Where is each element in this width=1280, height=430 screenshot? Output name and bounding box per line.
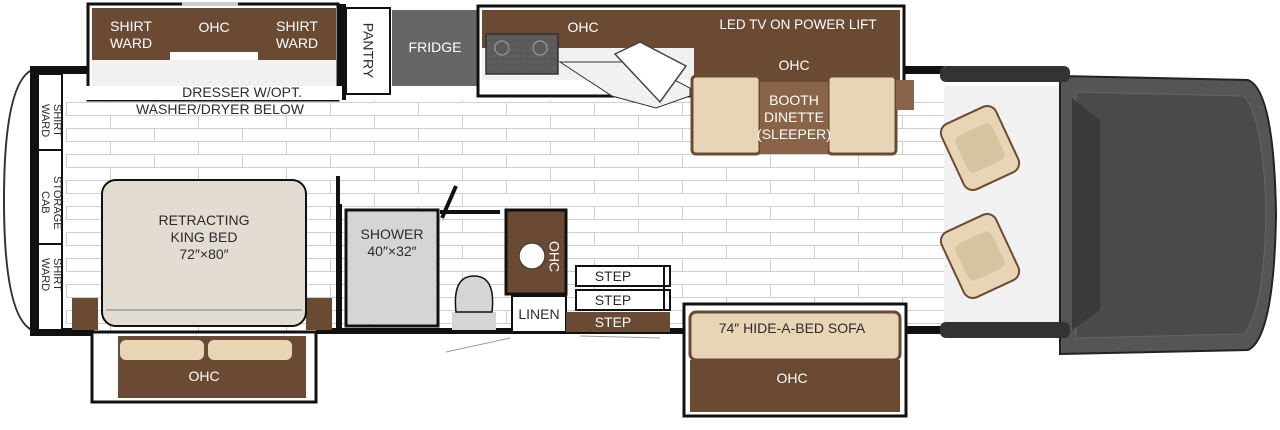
ohc-dinette-label: OHC xyxy=(778,57,810,73)
toilet-tank xyxy=(452,312,496,330)
storage-cab-line-2: CAB xyxy=(39,191,51,215)
shirt-ward-1-line-2: WARD xyxy=(109,35,153,51)
shirt-ward-rear-bottom-label: SHIRT WARD xyxy=(37,258,63,291)
top-wall-right xyxy=(904,66,944,74)
entry-step-2 xyxy=(575,289,671,311)
dinette-seat-left xyxy=(690,74,762,156)
shower-line-2: 40″×32″ xyxy=(367,243,417,259)
shirt-ward-1-cab xyxy=(92,8,170,60)
booth-dinette-line-3: (SLEEPER) xyxy=(757,126,831,142)
shirt-ward-2-label: SHIRT WARD xyxy=(270,18,324,52)
linen-cab xyxy=(511,295,567,333)
shirt-ward-2-line-2: WARD xyxy=(275,35,319,51)
storage-cab-line-1: STORAGE xyxy=(51,176,63,230)
king-bed xyxy=(101,179,307,327)
booth-dinette-line-1: BOOTH xyxy=(769,92,819,108)
booth-dinette-line-2: DINETTE xyxy=(764,109,824,125)
shower-line-1: SHOWER xyxy=(360,226,424,242)
pantry-cab xyxy=(345,7,391,95)
led-tv-label: LED TV ON POWER LIFT xyxy=(719,17,877,32)
ohc-sofa-slide-label: OHC xyxy=(776,370,808,386)
shirt-ward-2-line-1: SHIRT xyxy=(276,18,318,34)
rear-bottom-line-2: WARD xyxy=(39,258,51,292)
bath-sink xyxy=(518,242,546,270)
step-2-label: STEP xyxy=(594,292,632,308)
ohc-top-left-label: OHC xyxy=(198,19,230,35)
shirt-ward-rear-top-label: SHIRT WARD xyxy=(37,104,63,137)
bottom-wall-left xyxy=(30,328,94,336)
storage-cab-label: STORAGE CAB xyxy=(37,176,63,230)
dresser-line-1: DRESSER W/OPT. xyxy=(182,84,302,100)
booth-dinette-label: BOOTH DINETTE (SLEEPER) xyxy=(754,92,834,143)
bed-label: RETRACTING KING BED 72″×80″ xyxy=(144,212,264,263)
ohc-bath-label: OHC xyxy=(546,240,563,273)
rear-top-line-2: WARD xyxy=(39,104,51,138)
bed-line-1: RETRACTING xyxy=(158,212,250,228)
driver-chair xyxy=(939,104,1021,192)
fridge-label: FRIDGE xyxy=(408,39,462,55)
rear-wall xyxy=(30,66,38,336)
pantry-label: PANTRY xyxy=(360,22,377,79)
toilet-bowl xyxy=(454,275,494,313)
cooktop xyxy=(485,33,559,75)
ohc-bed-slide-label: OHC xyxy=(188,368,220,384)
sofa-label: 74″ HIDE-A-BED SOFA xyxy=(718,320,866,336)
mirror-bottom xyxy=(940,322,1070,338)
bottom-wall-right xyxy=(904,326,944,334)
shirt-ward-2-cab xyxy=(258,8,336,60)
passenger-chair xyxy=(939,212,1021,300)
rear-top-line-1: SHIRT xyxy=(51,104,63,137)
ohc-dinette-cab xyxy=(694,10,900,36)
dresser-label: DRESSER W/OPT. WASHER/DRYER BELOW xyxy=(120,84,320,118)
dashboard xyxy=(1072,98,1100,330)
bed-line-2: KING BED xyxy=(170,229,238,245)
dinette-seat-right xyxy=(826,74,898,156)
dresser-line-2: WASHER/DRYER BELOW xyxy=(135,101,305,117)
bed-nightstand-right xyxy=(306,298,332,330)
shower-label: SHOWER 40″×32″ xyxy=(352,226,432,260)
entry-step-3 xyxy=(566,312,670,332)
entry-step-1 xyxy=(575,265,671,287)
linen-label: LINEN xyxy=(518,306,560,322)
fridge-cab xyxy=(392,10,478,86)
rear-closet-column xyxy=(37,73,63,331)
step-1-label: STEP xyxy=(594,268,632,284)
kitchen-sink xyxy=(613,41,688,104)
mirror-top xyxy=(940,66,1070,82)
shirt-ward-1-line-1: SHIRT xyxy=(110,18,152,34)
shirt-ward-1-label: SHIRT WARD xyxy=(104,18,158,52)
top-wall-left xyxy=(30,66,88,74)
ohc-top-left-cab xyxy=(170,8,258,52)
bottom-wall-mid xyxy=(316,328,686,334)
step-3-label: STEP xyxy=(594,314,632,330)
rear-bottom-line-1: SHIRT xyxy=(51,258,63,291)
dinette-table xyxy=(760,82,828,154)
hide-a-bed-sofa xyxy=(688,310,902,362)
bed-line-3: 72″×80″ xyxy=(179,246,229,262)
ohc-kitchen-label: OHC xyxy=(567,19,599,35)
sofa-back-cab xyxy=(690,360,900,412)
dresser-counter xyxy=(92,60,336,86)
bed-nightstand-left xyxy=(72,298,98,330)
dinette-bench-back xyxy=(694,36,900,82)
